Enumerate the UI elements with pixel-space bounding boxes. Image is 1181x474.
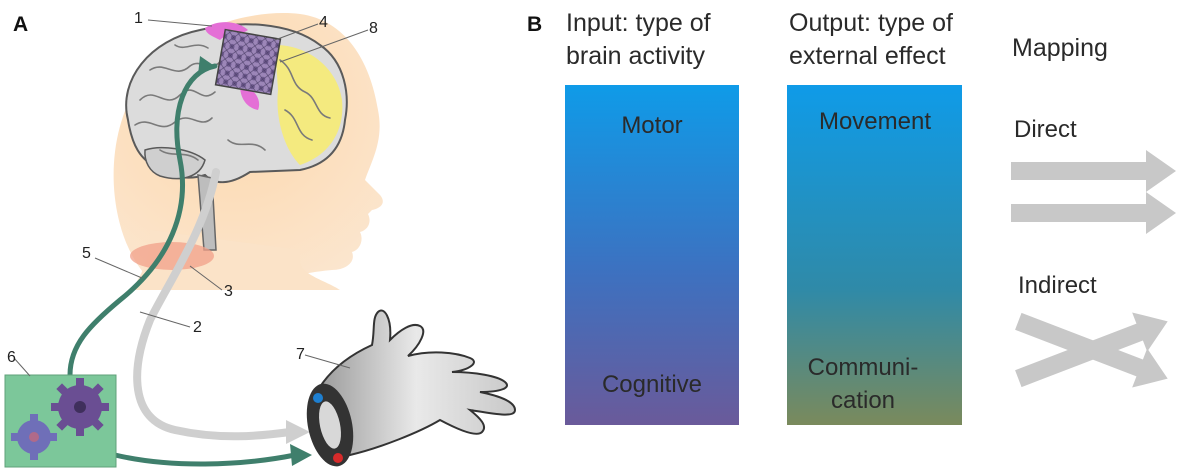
indirect-crossing-arrows xyxy=(1015,312,1168,388)
callout-1: 1 xyxy=(134,10,143,27)
spinal-target xyxy=(130,242,214,270)
output-bottom-label-line-2: cation xyxy=(831,387,895,414)
input-header-line-1: Input: type of xyxy=(566,9,711,37)
output-top-label: Movement xyxy=(819,108,931,135)
output-header-line-1: Output: type of xyxy=(789,9,953,37)
electrode-grid xyxy=(214,28,282,96)
mapping-header: Mapping xyxy=(1012,34,1108,62)
pathway-output-arrowhead xyxy=(290,444,312,466)
callout-2: 2 xyxy=(193,319,202,336)
output-bottom-label-line-1: Communi- xyxy=(808,354,919,381)
callout-6: 6 xyxy=(7,349,16,366)
direct-arrow-upper xyxy=(1011,150,1176,192)
gear-box xyxy=(4,374,117,468)
callout-4: 4 xyxy=(319,14,328,31)
panel-a-letter: A xyxy=(13,13,28,36)
direct-arrow-lower xyxy=(1011,192,1176,234)
input-top-label: Motor xyxy=(621,112,682,139)
brain xyxy=(125,22,348,251)
input-bottom-label: Cognitive xyxy=(602,371,702,398)
panel-b-letter: B xyxy=(527,13,542,36)
output-header-line-2: external effect xyxy=(789,42,946,70)
pathway-external-arrowhead xyxy=(286,420,310,444)
indirect-label: Indirect xyxy=(1018,272,1097,299)
callout-8: 8 xyxy=(369,20,378,37)
output-gradient-bar xyxy=(787,85,962,425)
glove-red-marker xyxy=(333,453,343,463)
glove xyxy=(306,309,517,467)
pathway-implant-arrowhead xyxy=(198,56,216,75)
input-gradient-bar xyxy=(565,85,739,425)
large-gear-icon xyxy=(51,378,109,436)
pathway-external xyxy=(133,168,294,441)
pathway-implant xyxy=(67,63,218,378)
callout-5: 5 xyxy=(82,245,91,262)
glove-blue-marker xyxy=(313,393,323,403)
callout-7: 7 xyxy=(296,346,305,363)
callout-3: 3 xyxy=(224,283,233,300)
pathway-output xyxy=(112,452,298,467)
direct-label: Direct xyxy=(1014,116,1077,143)
small-gear-icon xyxy=(11,414,57,460)
input-header-line-2: brain activity xyxy=(566,42,705,70)
